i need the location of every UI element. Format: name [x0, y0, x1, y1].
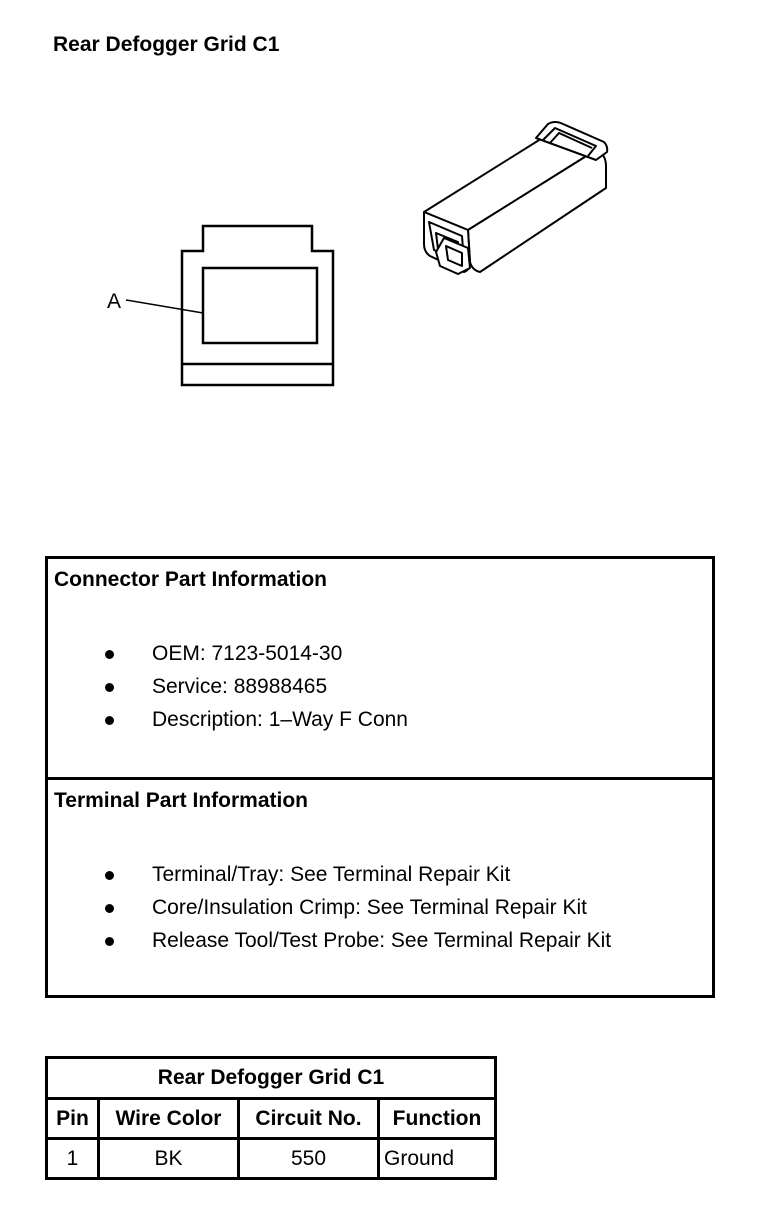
bullet-icon	[105, 904, 114, 913]
header-pin: Pin	[45, 1097, 100, 1140]
pin-table-header-row: Pin Wire Color Circuit No. Function	[45, 1097, 497, 1140]
bullet-icon	[105, 871, 114, 880]
callout-label: A	[107, 290, 121, 313]
cell-function: Ground	[377, 1137, 497, 1180]
connector-info-heading: Connector Part Information	[54, 568, 328, 591]
cavity-a	[201, 266, 319, 345]
cell-pin: 1	[45, 1137, 100, 1180]
bullet-icon	[105, 716, 114, 725]
header-function: Function	[377, 1097, 497, 1140]
cell-circuit-no: 550	[237, 1137, 380, 1180]
header-wire-color: Wire Color	[97, 1097, 240, 1140]
page-title: Rear Defogger Grid C1	[53, 33, 280, 56]
connector-part-info: Connector Part Information OEM: 7123-501…	[48, 559, 712, 780]
bullet-icon	[105, 937, 114, 946]
table-row: 1 BK 550 Ground	[45, 1137, 497, 1180]
header-circuit-no: Circuit No.	[237, 1097, 380, 1140]
connector-face-view	[180, 224, 335, 387]
connector-diagram: A	[107, 121, 609, 387]
pin-table: Rear Defogger Grid C1 Pin Wire Color Cir…	[45, 1056, 497, 1180]
terminal-info-heading: Terminal Part Information	[54, 789, 308, 812]
cell-wire-color: BK	[97, 1137, 240, 1180]
terminal-part-info: Terminal Part Information Terminal/Tray:…	[54, 789, 612, 952]
bullet-icon	[105, 650, 114, 659]
callout-leader-line	[125, 299, 204, 314]
connector-3d-view	[423, 121, 609, 275]
pin-table-title: Rear Defogger Grid C1	[45, 1056, 497, 1100]
part-info-box: Connector Part Information OEM: 7123-501…	[45, 556, 715, 998]
bullet-icon	[105, 683, 114, 692]
